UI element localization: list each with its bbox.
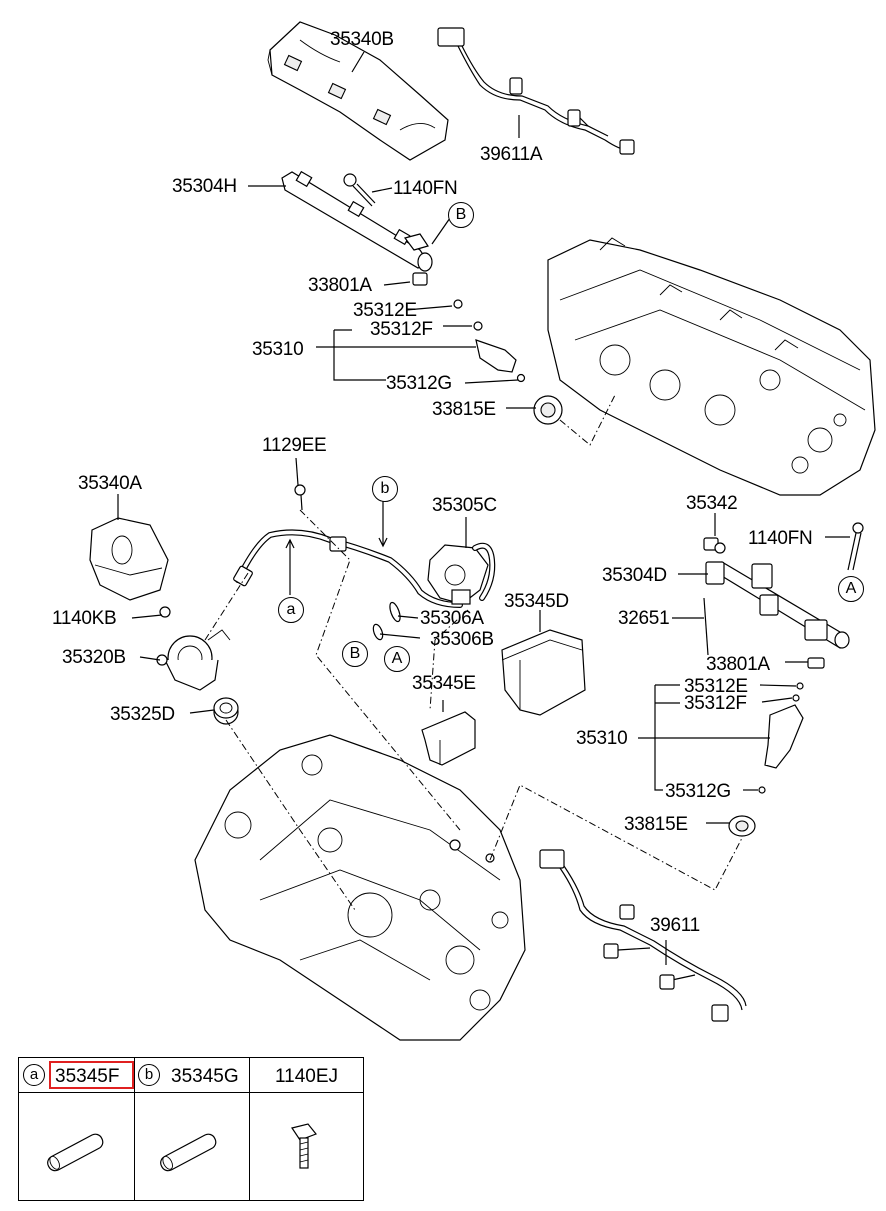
- bracket-35345e-illustration: [421, 711, 476, 766]
- bolt-1140fn-right-illustration: [847, 522, 864, 571]
- label-1140fn-right: 1140FN: [748, 528, 813, 549]
- label-1129ee: 1129EE: [262, 435, 327, 456]
- engine-block-illustration: [194, 734, 526, 1041]
- injector-35310-top-illustration: [453, 299, 563, 425]
- boot-35325d-illustration: [213, 697, 239, 719]
- cover-35340b-illustration: [267, 21, 449, 161]
- cylinder-head-illustration: [547, 237, 876, 496]
- label-33815e-right: 33815E: [624, 814, 688, 835]
- legend-part-35345f: 35345F: [55, 1066, 120, 1087]
- legend-column-divider-2: [249, 1058, 250, 1200]
- leader-lines: [117, 51, 850, 965]
- bolt-1140ej-illustration: [291, 1123, 317, 1169]
- label-1140kb: 1140KB: [52, 608, 117, 629]
- callout-b-upper-rail: B: [448, 202, 474, 228]
- callout-a-pipe: a: [278, 597, 304, 623]
- seal-35306b-illustration: [372, 623, 384, 641]
- callout-b-pipe: b: [372, 476, 398, 502]
- label-35325d: 35325D: [110, 704, 175, 725]
- cover-35340a-illustration: [89, 517, 169, 601]
- fuel-rail-35304h-illustration: [281, 170, 433, 272]
- legend-illustrations: [47, 1123, 317, 1172]
- fuel-rail-35304d-illustration: [705, 561, 850, 649]
- label-33801a-top: 33801A: [308, 275, 372, 296]
- label-32651: 32651: [618, 608, 670, 629]
- seal-35306a-illustration: [389, 601, 401, 623]
- label-35340a: 35340A: [78, 473, 142, 494]
- label-35312f-right: 35312F: [684, 693, 747, 714]
- legend-part-35345g: 35345G: [171, 1066, 239, 1087]
- label-39611a: 39611A: [480, 144, 543, 165]
- label-35320b: 35320B: [62, 647, 126, 668]
- legend-column-divider-1: [134, 1058, 135, 1200]
- cover-35345d-illustration: [501, 629, 586, 716]
- assembly-lines: [204, 394, 743, 911]
- highlight-box: [49, 1061, 134, 1089]
- label-1140fn-top: 1140FN: [393, 178, 458, 199]
- label-35340b: 35340B: [330, 29, 394, 50]
- callout-b-lower: B: [342, 641, 368, 667]
- seal-33815e-right-illustration: [728, 815, 756, 837]
- clip-33801a-top-illustration: [412, 272, 428, 286]
- label-35310-right: 35310: [576, 728, 628, 749]
- label-35312e-top: 35312E: [353, 300, 417, 321]
- label-35310-top: 35310: [252, 339, 304, 360]
- clip-33801a-right-illustration: [807, 657, 825, 669]
- label-39611: 39611: [650, 915, 700, 936]
- harness-39611a-illustration: [437, 27, 635, 155]
- legend-col2-header: b: [138, 1064, 160, 1086]
- legend-letter-b: b: [138, 1064, 160, 1086]
- label-35312e-right: 35312E: [684, 676, 748, 697]
- label-33801a-right: 33801A: [706, 654, 770, 675]
- sensor-35305c-illustration: [427, 542, 496, 605]
- sleeve-35345g-illustration: [160, 1133, 217, 1172]
- legend-part-1140ej: 1140EJ: [275, 1066, 339, 1087]
- harness-39611-illustration: [539, 849, 747, 1022]
- callout-a-lower: A: [384, 646, 410, 672]
- label-35345e: 35345E: [412, 673, 476, 694]
- label-35304d: 35304D: [602, 565, 667, 586]
- bolt-35342-illustration: [703, 537, 726, 554]
- bolt-1140fn-top-illustration: [343, 173, 376, 207]
- label-35306a: 35306A: [420, 608, 484, 629]
- legend-table: a 35345F b 35345G 1140EJ: [18, 1057, 364, 1201]
- label-35312g-top: 35312G: [386, 373, 452, 394]
- callout-a-right-rail: A: [838, 576, 864, 602]
- legend-col1-header: a: [23, 1064, 45, 1086]
- label-35305c: 35305C: [432, 495, 497, 516]
- label-35312g-right: 35312G: [665, 781, 731, 802]
- label-33815e-top: 33815E: [432, 399, 496, 420]
- pin-32651-illustration: [703, 597, 709, 656]
- sleeve-35345f-illustration: [47, 1133, 104, 1172]
- injector-35310-right-illustration: [758, 682, 804, 794]
- label-35342: 35342: [686, 493, 738, 514]
- pressure-pipe-illustration: [233, 484, 463, 608]
- legend-header-divider: [19, 1092, 363, 1093]
- label-35304h: 35304H: [172, 176, 237, 197]
- label-35306b: 35306B: [430, 629, 494, 650]
- label-35345d: 35345D: [504, 591, 569, 612]
- label-35312f-top: 35312F: [370, 319, 433, 340]
- legend-letter-a: a: [23, 1064, 45, 1086]
